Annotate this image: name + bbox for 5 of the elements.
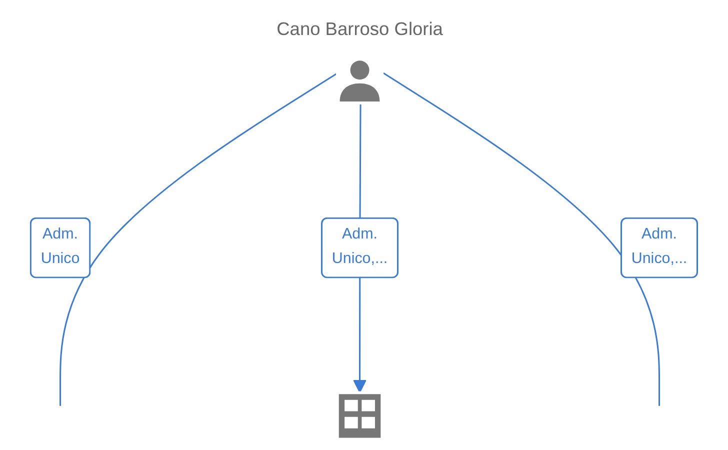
edge-label: Adm. Unico,... [332, 226, 388, 268]
connector [60, 72, 338, 406]
edge-label: Adm. Unico [40, 226, 80, 268]
connector [382, 72, 660, 406]
edge-label: Adm. Unico,... [631, 226, 688, 268]
